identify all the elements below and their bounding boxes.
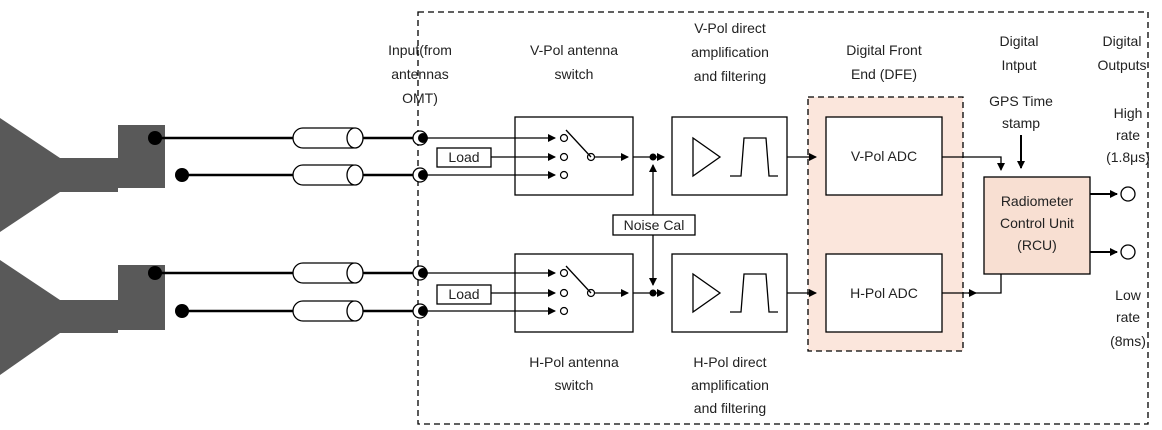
svg-text:Outputs: Outputs xyxy=(1097,57,1146,73)
svg-text:GPS Time: GPS Time xyxy=(989,93,1053,109)
svg-text:(8ms): (8ms) xyxy=(1110,333,1146,349)
noise-cal-box xyxy=(612,214,696,236)
svg-text:amplification: amplification xyxy=(691,377,769,393)
vpol-amp-label: V-Pol direct amplification and filtering xyxy=(691,20,769,84)
coax-cable-symbol xyxy=(292,127,364,149)
rcu-label-1: Radiometer xyxy=(1001,193,1074,209)
receiver-enclosure xyxy=(417,11,1149,425)
svg-text:Digital: Digital xyxy=(1103,33,1142,49)
dfe-label: Digital Front End (DFE) xyxy=(846,42,922,82)
vpol-adc-label: V-Pol ADC xyxy=(851,148,917,164)
svg-text:rate: rate xyxy=(1116,309,1140,325)
hpol-adc-label: H-Pol ADC xyxy=(850,285,918,301)
svg-text:(1.8μs): (1.8μs) xyxy=(1106,149,1150,165)
hpol-amp-filter-box xyxy=(671,253,788,333)
hpol-adc-box xyxy=(825,253,943,333)
svg-text:and filtering: and filtering xyxy=(694,400,766,416)
load-label-h: Load xyxy=(448,286,479,302)
svg-text:Digital: Digital xyxy=(1000,33,1039,49)
antenna-h xyxy=(0,260,165,375)
hpol-amp-label: H-Pol direct amplification and filtering xyxy=(691,354,769,416)
svg-text:V-Pol direct: V-Pol direct xyxy=(694,20,766,36)
svg-text:amplification: amplification xyxy=(691,44,769,60)
input-connector xyxy=(412,265,428,281)
svg-text:and filtering: and filtering xyxy=(694,68,766,84)
hpol-switch-label: H-Pol antenna switch xyxy=(529,354,619,393)
input-label: Input(from antennas OMT) xyxy=(388,42,452,106)
load-label-v: Load xyxy=(448,149,479,165)
rcu-label-3: (RCU) xyxy=(1017,237,1057,253)
low-rate-label: Low rate (8ms) xyxy=(1110,287,1146,349)
coax-cable-symbol xyxy=(292,262,364,284)
noise-cal-label: Noise Cal xyxy=(624,217,685,233)
coax-cable-symbol xyxy=(292,300,364,322)
digital-input-label: Digital Intput xyxy=(1000,33,1039,73)
rcu-box xyxy=(983,176,1091,275)
gps-label: GPS Time stamp xyxy=(989,93,1053,131)
output-port-high xyxy=(1120,186,1136,202)
svg-text:V-Pol antenna: V-Pol antenna xyxy=(530,42,618,58)
svg-text:High: High xyxy=(1114,105,1143,121)
coax-cable-symbol xyxy=(292,164,364,186)
svg-text:Digital Front: Digital Front xyxy=(846,42,922,58)
svg-text:switch: switch xyxy=(555,66,594,82)
svg-text:antennas: antennas xyxy=(391,66,449,82)
digital-outputs-label: Digital Outputs xyxy=(1097,33,1146,73)
high-rate-label: High rate (1.8μs) xyxy=(1106,105,1150,165)
svg-text:H-Pol direct: H-Pol direct xyxy=(693,354,766,370)
junction-dot xyxy=(649,153,657,161)
svg-text:Low: Low xyxy=(1115,287,1142,303)
vpol-switch-label: V-Pol antenna switch xyxy=(530,42,618,82)
antenna-v xyxy=(0,118,165,232)
svg-text:H-Pol antenna: H-Pol antenna xyxy=(529,354,619,370)
rcu-label-2: Control Unit xyxy=(1000,215,1074,231)
input-connector xyxy=(412,130,428,146)
svg-text:rate: rate xyxy=(1116,127,1140,143)
input-connector xyxy=(412,167,428,183)
svg-text:stamp: stamp xyxy=(1002,115,1040,131)
junction-dot xyxy=(649,289,657,297)
vpol-adc-box xyxy=(825,116,943,196)
output-port-low xyxy=(1120,244,1136,260)
svg-text:Input(from: Input(from xyxy=(388,42,452,58)
svg-text:switch: switch xyxy=(555,377,594,393)
vpol-amp-filter-box xyxy=(671,116,788,196)
vpol-switch-box xyxy=(514,116,634,196)
svg-text:OMT): OMT) xyxy=(402,90,438,106)
load-box-h xyxy=(436,284,492,305)
svg-text:Intput: Intput xyxy=(1001,57,1036,73)
svg-text:End (DFE): End (DFE) xyxy=(851,66,917,82)
